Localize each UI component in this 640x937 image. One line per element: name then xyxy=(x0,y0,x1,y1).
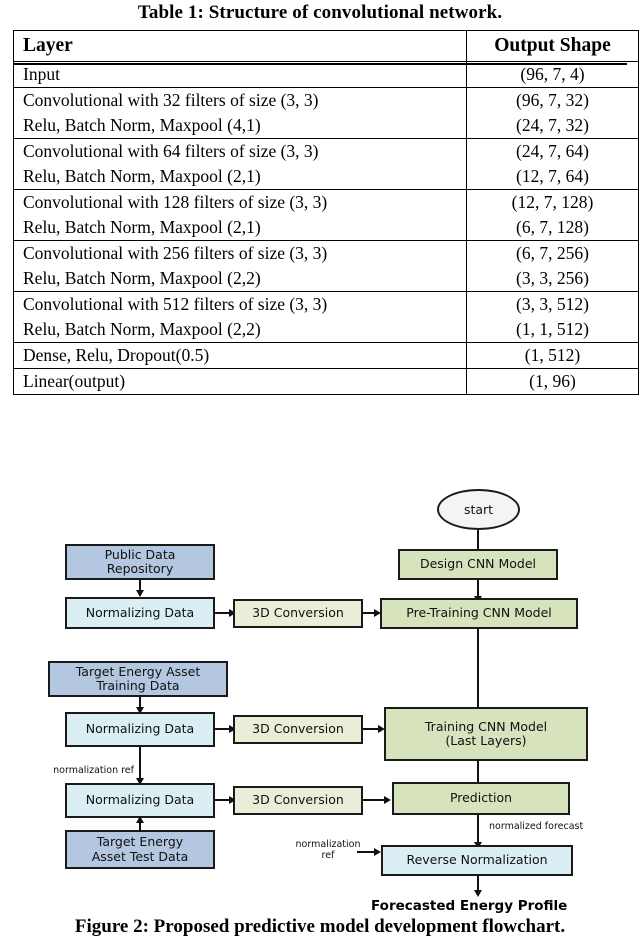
cell-layer: Convolutional with 32 filters of size (3… xyxy=(13,87,467,113)
cnn-structure-table: Layer Output Shape Input (96, 7, 4) Conv… xyxy=(13,30,639,395)
arrow-right-icon xyxy=(374,608,381,617)
label-forecasted-energy-profile: Forecasted Energy Profile xyxy=(371,898,568,914)
cell-layer: Relu, Batch Norm, Maxpool (4,1) xyxy=(13,113,467,139)
edge-pretrain-to-training xyxy=(477,629,479,714)
arrow-right-icon xyxy=(229,795,236,804)
table-row: Convolutional with 64 filters of size (3… xyxy=(13,138,639,164)
node-normalizing-data-2[interactable]: Normalizing Data xyxy=(65,712,215,747)
edge-testdata-to-norm3 xyxy=(139,820,141,832)
cell-shape: (12, 7, 64) xyxy=(466,164,639,190)
edge-norm2-to-norm3-ref xyxy=(139,747,141,784)
cell-layer: Dense, Relu, Dropout(0.5) xyxy=(13,342,467,369)
cell-shape: (6, 7, 128) xyxy=(466,215,639,241)
cell-layer: Relu, Batch Norm, Maxpool (2,2) xyxy=(13,266,467,292)
cell-shape: (3, 3, 512) xyxy=(466,291,639,317)
table-row: Linear(output) (1, 96) xyxy=(13,368,639,395)
arrow-down-icon xyxy=(135,707,144,714)
arrow-right-icon xyxy=(374,847,381,856)
edge-start-to-design xyxy=(477,530,479,552)
node-public-data-repository[interactable]: Public Data Repository xyxy=(65,544,215,580)
node-target-energy-asset-test-data[interactable]: Target Energy Asset Test Data xyxy=(65,830,215,869)
node-target-energy-asset-training-data[interactable]: Target Energy Asset Training Data xyxy=(48,661,228,697)
table-row: Relu, Batch Norm, Maxpool (2,2) (3, 3, 2… xyxy=(13,266,639,292)
edge-traindata-to-norm2 xyxy=(139,697,141,713)
table-row: Convolutional with 32 filters of size (3… xyxy=(13,87,639,113)
cell-layer: Relu, Batch Norm, Maxpool (2,1) xyxy=(13,164,467,190)
node-pre-training-cnn-model[interactable]: Pre-Training CNN Model xyxy=(380,598,578,629)
table-row: Relu, Batch Norm, Maxpool (2,1) (6, 7, 1… xyxy=(13,215,639,241)
arrow-right-icon xyxy=(378,724,385,733)
cell-layer: Input xyxy=(13,61,467,88)
edge-reverse-to-output xyxy=(477,876,479,895)
edge-conv2-to-training xyxy=(363,728,382,730)
cell-layer: Relu, Batch Norm, Maxpool (2,2) xyxy=(13,317,467,343)
cell-shape: (24, 7, 64) xyxy=(466,138,639,164)
node-prediction[interactable]: Prediction xyxy=(392,782,570,815)
table-caption: Table 1: Structure of convolutional netw… xyxy=(137,2,503,23)
edge-design-to-pretrain xyxy=(477,580,479,602)
cell-shape: (1, 96) xyxy=(466,368,639,395)
edge-prediction-to-reverse xyxy=(477,815,479,848)
edge-norm1-to-conv1 xyxy=(215,612,232,614)
node-3d-conversion-1[interactable]: 3D Conversion xyxy=(233,599,363,628)
column-header-layer: Layer xyxy=(13,30,467,62)
node-normalizing-data-1[interactable]: Normalizing Data xyxy=(65,597,215,629)
table-row: Convolutional with 512 filters of size (… xyxy=(13,291,639,317)
table-row: Relu, Batch Norm, Maxpool (2,1) (12, 7, … xyxy=(13,164,639,190)
cell-shape: (1, 512) xyxy=(466,342,639,369)
edge-norm2-to-conv2 xyxy=(215,728,232,730)
arrow-up-icon xyxy=(135,816,144,823)
node-start[interactable]: start xyxy=(437,489,520,530)
figure-caption: Figure 2: Proposed predictive model deve… xyxy=(74,916,566,937)
table-header-row: Layer Output Shape xyxy=(13,30,639,62)
arrow-down-icon xyxy=(135,778,144,785)
table-row: Relu, Batch Norm, Maxpool (4,1) (24, 7, … xyxy=(13,113,639,139)
header-double-rule xyxy=(13,63,627,65)
cell-layer: Convolutional with 256 filters of size (… xyxy=(13,240,467,266)
cell-shape: (3, 3, 256) xyxy=(466,266,639,292)
edge-label-normalization-ref-1: normalization ref xyxy=(53,765,134,776)
table-row: Convolutional with 256 filters of size (… xyxy=(13,240,639,266)
cell-shape: (1, 1, 512) xyxy=(466,317,639,343)
cell-shape: (12, 7, 128) xyxy=(466,189,639,215)
edge-label-normalized-forecast: normalized forecast xyxy=(489,821,584,832)
cell-layer: Linear(output) xyxy=(13,368,467,395)
node-3d-conversion-3[interactable]: 3D Conversion xyxy=(233,786,363,815)
cell-layer: Convolutional with 64 filters of size (3… xyxy=(13,138,467,164)
node-reverse-normalization[interactable]: Reverse Normalization xyxy=(381,845,573,876)
cell-shape: (96, 7, 4) xyxy=(466,61,639,88)
node-3d-conversion-2[interactable]: 3D Conversion xyxy=(233,715,363,744)
edge-ref-to-reverse xyxy=(357,851,377,853)
arrow-down-icon xyxy=(135,590,144,597)
node-design-cnn-model[interactable]: Design CNN Model xyxy=(398,549,558,580)
edge-conv1-to-pretrain xyxy=(363,612,378,614)
cell-shape: (24, 7, 32) xyxy=(466,113,639,139)
table-row: Dense, Relu, Dropout(0.5) (1, 512) xyxy=(13,342,639,369)
arrow-right-icon xyxy=(229,724,236,733)
table-row: Convolutional with 128 filters of size (… xyxy=(13,189,639,215)
table-row: Relu, Batch Norm, Maxpool (2,2) (1, 1, 5… xyxy=(13,317,639,343)
column-header-output-shape: Output Shape xyxy=(466,30,639,62)
edge-conv3-to-prediction xyxy=(363,799,388,801)
arrow-down-icon xyxy=(473,890,482,897)
table-row: Input (96, 7, 4) xyxy=(13,61,639,88)
arrow-right-icon xyxy=(229,608,236,617)
cell-layer: Relu, Batch Norm, Maxpool (2,1) xyxy=(13,215,467,241)
edge-training-to-prediction xyxy=(477,761,479,789)
edge-repo-to-norm1 xyxy=(139,580,141,596)
cell-layer: Convolutional with 512 filters of size (… xyxy=(13,291,467,317)
cell-layer: Convolutional with 128 filters of size (… xyxy=(13,189,467,215)
node-normalizing-data-3[interactable]: Normalizing Data xyxy=(65,783,215,818)
cell-shape: (6, 7, 256) xyxy=(466,240,639,266)
arrow-right-icon xyxy=(384,795,391,804)
edge-label-normalization-ref-2: normalization ref xyxy=(295,839,361,861)
edge-norm3-to-conv3 xyxy=(215,799,232,801)
cell-shape: (96, 7, 32) xyxy=(466,87,639,113)
node-training-cnn-model[interactable]: Training CNN Model (Last Layers) xyxy=(384,707,588,761)
flowchart: start Design CNN Model Pre-Training CNN … xyxy=(0,470,640,914)
